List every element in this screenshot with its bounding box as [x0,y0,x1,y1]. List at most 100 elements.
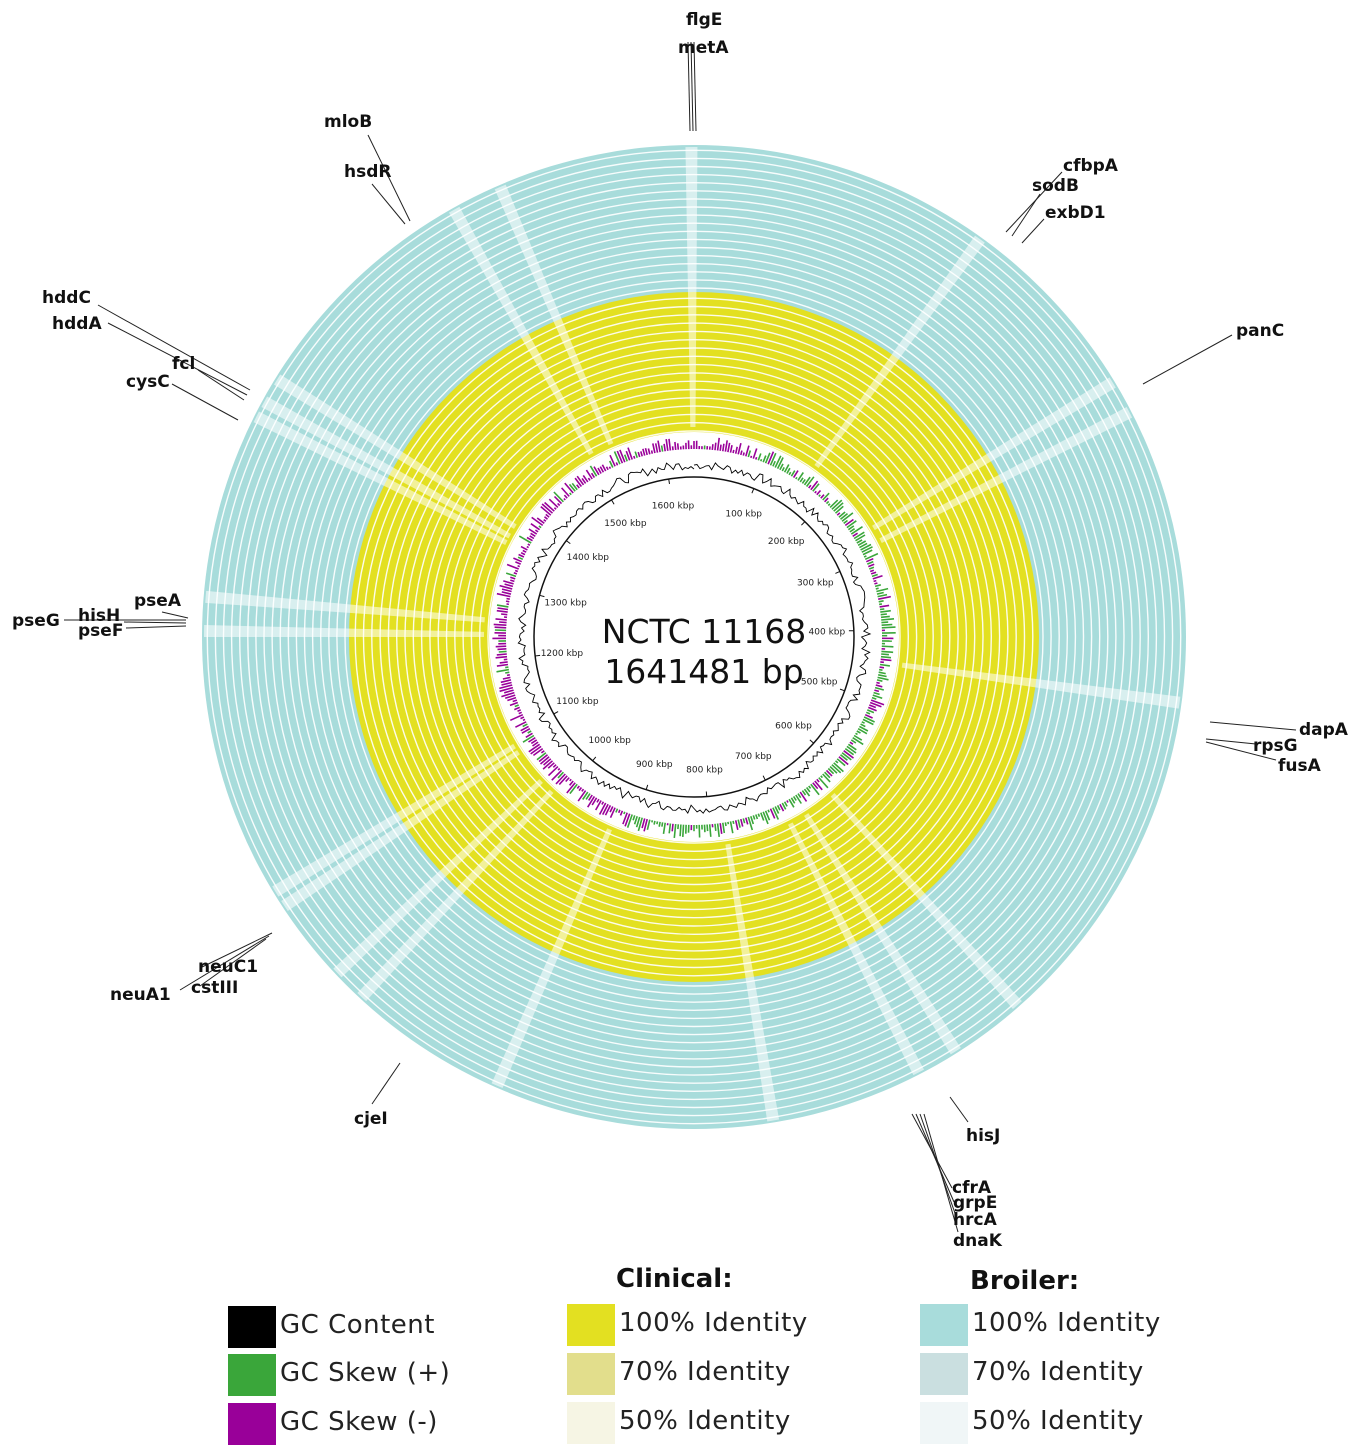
gc-skew-negative-bar [515,571,518,572]
gene-label-pseG: pseG [12,611,60,631]
gc-skew-positive-bar [881,654,889,655]
gene-label-hrcA: hrcA [953,1210,998,1230]
tick-label: 100 kbp [725,510,762,520]
gc-skew-positive-bar [796,477,797,479]
gc-skew-negative-bar [514,573,517,574]
gc-skew-positive-bar [710,824,711,837]
gc-skew-negative-bar [652,450,653,453]
gc-skew-negative-bar [876,683,879,684]
gc-skew-negative-bar [507,604,509,605]
tick-label: 1600 kbp [652,502,695,512]
gc-skew-negative-bar [495,627,507,628]
legend-label: 100% Identity [972,1308,1161,1338]
tick-label: 900 kbp [636,760,673,770]
tick-label: 500 kbp [801,678,838,688]
gc-skew-negative-bar [743,453,744,456]
gene-label-fcl: fcl [172,354,195,374]
gene-label-mloB: mloB [324,112,372,132]
gc-skew-negative-bar [494,624,507,625]
gc-skew-negative-bar [523,719,525,720]
gene-label-panC: panC [1236,321,1284,341]
legend-label: 50% Identity [972,1406,1144,1436]
gc-skew-positive-bar [881,657,891,658]
gene-label-flgE: flgE [686,10,722,30]
gc-skew-positive-bar [499,651,507,652]
gene-label-hsdR: hsdR [344,162,391,182]
gc-skew-positive-bar [680,825,681,837]
gc-skew-negative-bar [564,499,565,501]
gc-skew-positive-bar [657,821,658,824]
gene-label-fusA: fusA [1278,756,1322,776]
tick-mark [535,655,540,656]
gene-label-pseA: pseA [134,591,182,611]
gc-skew-positive-bar [876,588,879,589]
gene-label-dapA: dapA [1299,720,1349,740]
gene-label-cfbpA: cfbpA [1063,156,1119,176]
gc-skew-positive-bar [662,446,663,452]
gene-label-neuA1: neuA1 [110,985,171,1005]
gc-skew-negative-bar [570,779,571,781]
gc-skew-positive-bar [733,821,734,824]
legend-label: GC Skew (-) [280,1407,438,1437]
gc-skew-negative-bar [741,451,742,455]
tick-label: 1000 kbp [588,736,631,746]
gc-skew-positive-bar [624,812,625,814]
gc-skew-positive-bar [882,627,896,628]
gene-label-cysC: cysC [126,372,170,392]
tick-label: 300 kbp [797,579,834,589]
gc-skew-positive-bar [879,604,882,605]
gc-skew-positive-bar [659,822,660,827]
gc-skew-negative-bar [751,456,752,458]
gc-skew-negative-bar [507,675,510,676]
tick-label: 1300 kbp [544,598,587,608]
gene-label-cstIII: cstIII [191,978,238,998]
gc-skew-negative-bar [880,667,884,668]
tick-label: 600 kbp [775,721,812,731]
swatch-gc-content [228,1306,276,1348]
gc-skew-negative-bar [756,457,757,459]
gc-skew-negative-bar [527,547,529,548]
gc-skew-negative-bar [664,444,665,451]
gene-label-hddC: hddC [42,288,91,308]
gene-label-hddA: hddA [52,314,102,334]
gc-skew-negative-bar [672,824,673,832]
gc-skew-negative-bar [496,619,507,620]
gene-label-hisJ: hisJ [966,1126,1000,1146]
gc-skew-negative-bar [787,801,788,803]
gene-label-sodB: sodB [1032,176,1079,196]
swatch-clinical-70 [567,1353,615,1395]
gc-skew-positive-bar [707,825,708,832]
gc-skew-positive-bar [879,670,882,671]
gene-label-exbD1: exbD1 [1045,203,1106,223]
gene-label-rpsG: rpsG [1253,736,1298,756]
gc-skew-positive-bar [768,810,769,813]
gc-skew-negative-bar [558,769,560,771]
tick-label: 1400 kbp [567,553,610,563]
gc-skew-positive-bar [856,733,858,734]
tick-label: 1100 kbp [556,697,599,707]
gc-skew-negative-bar [678,443,679,449]
tick-label: 800 kbp [686,766,723,776]
legend-label: 70% Identity [972,1357,1144,1387]
gc-skew-negative-bar [634,456,635,459]
legend-label: 50% Identity [619,1406,791,1436]
gene-label-pseF: pseF [78,621,123,641]
gc-skew-negative-bar [507,599,510,600]
gc-skew-negative-bar [616,462,617,465]
tick-label: 1500 kbp [604,519,647,529]
gc-skew-positive-bar [882,625,893,626]
tick-label: 1200 kbp [541,649,584,659]
gc-skew-negative-bar [500,662,508,663]
gc-skew-negative-bar [723,444,724,452]
legend-broiler-title: Broiler: [970,1266,1079,1296]
genome-length: 1641481 bp [604,652,803,691]
gc-skew-positive-bar [715,824,716,831]
gene-label-metA: metA [678,38,729,58]
gc-skew-negative-bar [675,442,676,450]
tick-label: 400 kbp [809,628,846,638]
gc-skew-negative-bar [609,467,610,469]
gc-skew-positive-bar [505,667,508,668]
gc-skew-negative-bar [497,654,507,655]
legend-label: GC Content [280,1310,435,1340]
